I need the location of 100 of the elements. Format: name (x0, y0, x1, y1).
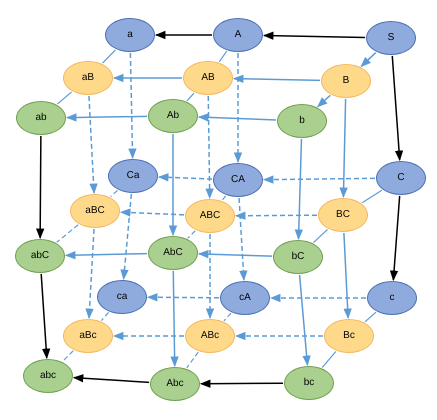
ellipse-node (97, 280, 147, 314)
connector-line (313, 229, 328, 243)
arrow (72, 374, 150, 384)
ellipse-node (321, 64, 371, 98)
arrow (234, 53, 242, 164)
arrow (262, 32, 366, 40)
node-label: Ab (166, 111, 180, 121)
node-label: bC (292, 252, 304, 262)
arrow (146, 293, 219, 302)
ellipse-node (15, 239, 65, 273)
ellipse-node (284, 366, 334, 400)
node-label: AB (201, 73, 215, 83)
ellipse-node (185, 199, 235, 233)
ellipse-node (213, 163, 263, 197)
node-label: a (127, 30, 133, 40)
arrow (170, 270, 179, 368)
arrow (205, 96, 214, 200)
arrow (85, 228, 95, 320)
ellipse-node (185, 319, 235, 353)
node-label: S (388, 33, 394, 43)
ellipse-node (183, 61, 233, 95)
connector-line (224, 312, 232, 322)
arrow (66, 113, 148, 122)
ellipse-node (367, 281, 417, 315)
connector-line (186, 352, 199, 368)
arrow (88, 96, 98, 194)
connector-line (102, 50, 116, 64)
node-label: abc (40, 371, 56, 381)
arrow (298, 274, 311, 366)
node-label: BC (336, 210, 350, 220)
ellipse-node (70, 194, 120, 228)
ellipse-node (150, 367, 200, 401)
arrow (120, 208, 184, 217)
arrow (339, 98, 348, 198)
ellipse-node (366, 21, 416, 55)
node-label: C (397, 173, 405, 183)
node-label: CA (231, 175, 245, 185)
connector-line (110, 190, 118, 198)
ellipse-node (105, 18, 155, 52)
connector-line (362, 190, 382, 204)
node-label: B (342, 76, 350, 86)
node-label: aBC (85, 206, 105, 216)
arrow (234, 212, 317, 220)
arrow (206, 234, 214, 320)
node-label: bc (304, 378, 314, 388)
ellipse-node (16, 101, 66, 135)
ellipse-node (324, 319, 374, 353)
node-label: Ca (126, 171, 140, 181)
connector-line (218, 50, 228, 62)
arrow (316, 94, 331, 108)
node-label: A (234, 30, 242, 40)
arrow (238, 198, 248, 282)
arrow (40, 274, 50, 360)
arrow (198, 113, 276, 122)
connector-line (100, 312, 110, 321)
arrow (154, 30, 212, 40)
arrow (270, 294, 366, 302)
ellipse-node (148, 99, 198, 133)
arrow (112, 332, 184, 340)
connector-line (222, 195, 226, 201)
node-label: cA (239, 293, 251, 303)
arrow (343, 232, 352, 320)
connector-line (364, 312, 376, 322)
ellipse-node (63, 61, 113, 95)
arrow (390, 196, 400, 282)
node-label: Bc (343, 331, 355, 341)
node-label: abC (30, 251, 50, 261)
arrow (128, 52, 137, 160)
arrow (232, 74, 320, 83)
node-label: c (390, 293, 394, 303)
node-label: ABC (200, 211, 220, 221)
connector-line (322, 351, 336, 368)
arrow (294, 138, 303, 240)
arrow (64, 251, 148, 260)
arrow (198, 250, 272, 258)
connector-line (62, 350, 74, 362)
arrow (392, 56, 404, 162)
ellipse-node (213, 18, 263, 52)
node-label: AbC (163, 248, 183, 258)
node-label: aBc (79, 331, 97, 341)
arrow (200, 380, 283, 388)
connector-line (57, 92, 72, 104)
ellipse-node (63, 319, 113, 353)
node-label: ca (116, 292, 128, 302)
arrow (120, 194, 132, 280)
ellipse-node (220, 281, 270, 315)
ellipse-node (108, 159, 158, 193)
node-label: Abc (166, 379, 184, 389)
node-label: ABc (200, 331, 220, 341)
node-label: b (299, 116, 305, 126)
arrow (168, 134, 178, 236)
ellipse-node (23, 359, 73, 393)
ellipse-node (376, 161, 426, 195)
ellipse-node (273, 240, 323, 274)
arrow (234, 332, 323, 340)
connector-line (56, 224, 79, 243)
connector-line (186, 92, 194, 102)
node-label: aB (82, 73, 94, 83)
ellipse-node (277, 104, 327, 138)
arrow (36, 136, 44, 240)
